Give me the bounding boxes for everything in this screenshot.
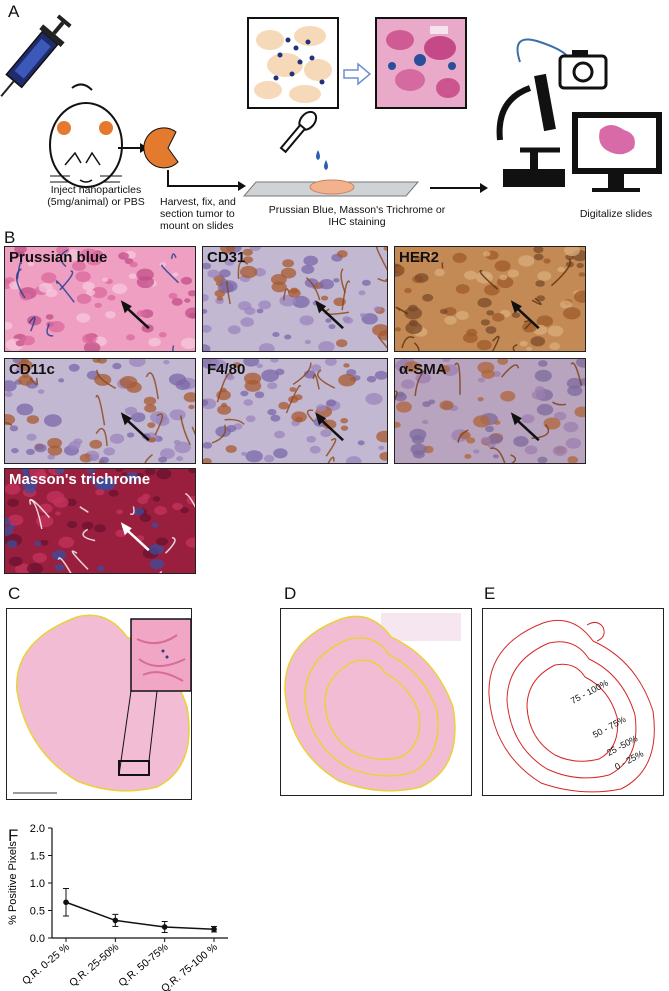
- panel-label-f: F: [8, 826, 19, 845]
- panel-label-a: A: [8, 2, 20, 21]
- panel-c-frame: [6, 608, 192, 800]
- ring-contours: [488, 619, 655, 793]
- panel-a-illustration: [0, 14, 662, 197]
- mouse-icon: [49, 83, 123, 188]
- digitalize-text: Digitalize slides: [579, 208, 653, 220]
- stain-text: Prussian Blue, Masson's Trichrome or IHC…: [268, 204, 446, 228]
- micrograph-label: CD31: [207, 249, 246, 266]
- tumor-section-c: [13, 614, 191, 794]
- panel-label-d: D: [284, 584, 297, 603]
- dropper-icon: [279, 110, 318, 154]
- y-axis-label: % Positive Pixels: [7, 841, 19, 925]
- micrograph-tile: CD11c: [4, 358, 196, 464]
- micrograph-tile: F4/80: [202, 358, 388, 464]
- data-point: [112, 917, 119, 924]
- micrograph-label: CD11c: [9, 361, 55, 378]
- micrograph-tile: Masson's trichrome: [4, 468, 196, 574]
- micrograph-tile: α-SMA: [394, 358, 586, 464]
- monitor-icon: [572, 112, 662, 192]
- micrograph-tile: HER2: [394, 246, 586, 352]
- camera-icon: [558, 50, 608, 90]
- micrograph-label: Prussian blue: [9, 249, 108, 266]
- micrograph-label: HER2: [399, 249, 440, 266]
- micrograph-label: F4/80: [207, 361, 246, 378]
- syringe-icon: [0, 14, 72, 97]
- tumor-icon: [143, 127, 179, 169]
- data-point: [211, 926, 217, 932]
- panel-label-c: C: [8, 584, 21, 603]
- micrograph-tile: Prussian blue: [4, 246, 196, 352]
- micrograph-tile: CD31: [202, 246, 388, 352]
- y-tick-label: 0.5: [30, 906, 45, 918]
- panel-e-frame: 75 - 100% 50 - 75% 25 -50% 0 - 25%: [482, 608, 664, 796]
- panel-label-e: E: [484, 584, 496, 603]
- tumor-section-d: [284, 613, 461, 792]
- series-line: [65, 901, 215, 930]
- inject-text: Inject nanoparticles (5mg/animal) or PBS: [47, 184, 145, 208]
- x-tick-label: Q.R. 25-50%: [67, 941, 121, 989]
- panel-label-b: B: [4, 228, 16, 247]
- y-tick-label: 1.0: [30, 878, 45, 890]
- y-tick-label: 0.0: [30, 933, 45, 945]
- micrograph-label: Masson's trichrome: [9, 471, 151, 488]
- data-point: [63, 899, 69, 906]
- microscope-icon: [496, 73, 565, 187]
- data-point: [161, 924, 168, 930]
- y-tick-label: 2.0: [30, 823, 45, 835]
- x-tick-label: Q.R. 0-25 %: [20, 941, 72, 987]
- panel-d-frame: [280, 608, 472, 796]
- y-tick-label: 1.5: [30, 851, 45, 863]
- harvest-text: Harvest, fix, and section tumor to mount…: [160, 196, 236, 232]
- micrograph-label: α-SMA: [399, 361, 447, 378]
